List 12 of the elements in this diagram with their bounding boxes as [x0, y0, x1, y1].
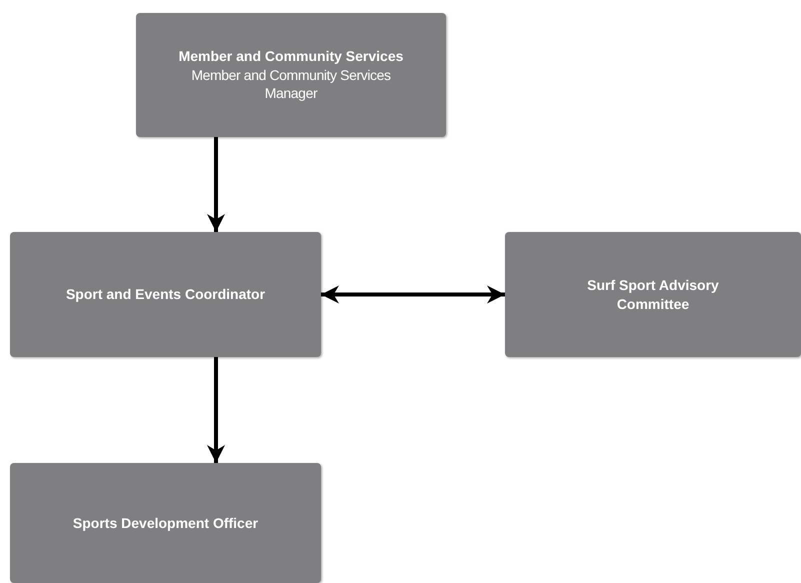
box-label: Sport and Events Coordinator [66, 285, 266, 304]
box-label: Surf Sport Advisory Committee [586, 276, 720, 314]
role-box [10, 463, 321, 583]
role-box [136, 13, 446, 137]
arrow [321, 286, 505, 304]
role-box [10, 232, 321, 357]
box-subtitle: Member and Community Services Manager [190, 66, 392, 104]
box-label: Sports Development Officer [72, 514, 258, 532]
box-heading: Member and Community Services [178, 46, 404, 66]
arrow [207, 357, 225, 463]
role-box [505, 232, 801, 357]
arrow [207, 137, 225, 232]
